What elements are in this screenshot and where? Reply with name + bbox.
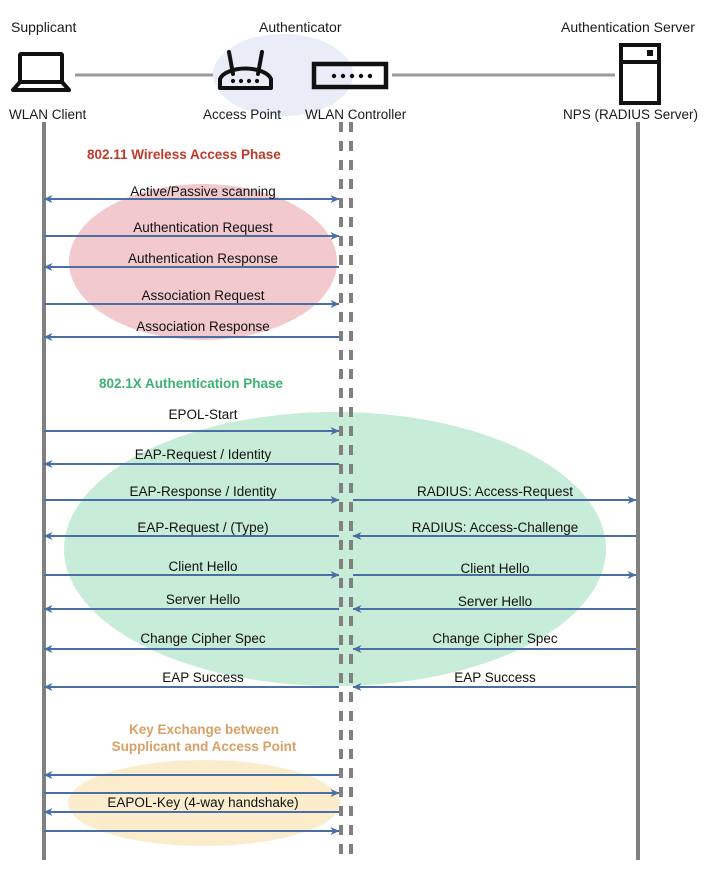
actor-role-authentication-server: Authentication Server <box>561 19 695 35</box>
arrows-phase-key-exchange <box>43 771 340 835</box>
phase-ellipse-802-1x <box>64 412 606 686</box>
message-label-client-hello-left: Client Hello <box>168 559 238 574</box>
message-label-active-passive-scanning: Active/Passive scanning <box>130 184 276 199</box>
server-rack-icon <box>619 43 661 105</box>
message-label-association-request: Association Request <box>141 288 265 303</box>
message-label-authentication-request: Authentication Request <box>133 220 273 235</box>
arrows-phase-802-11 <box>43 195 340 341</box>
authenticator-highlight <box>213 34 353 116</box>
actor-role-supplicant: Supplicant <box>11 19 77 35</box>
message-label-eapol-key: EAPOL-Key (4-way handshake) <box>107 795 299 810</box>
message-label-radius-access-challenge: RADIUS: Access-Challenge <box>411 520 579 535</box>
actor-device-nps-radius-server: NPS (RADIUS Server) <box>563 107 699 122</box>
phase-label-802-1x: 802.1X Authentication Phase <box>99 376 284 391</box>
phase-label-key-exchange-line2: Supplicant and Access Point <box>111 738 297 754</box>
wlan-controller-icon <box>311 61 389 90</box>
message-label-eap-success-right: EAP Success <box>454 670 536 685</box>
message-label-server-hello-left: Server Hello <box>165 592 241 607</box>
arrows-phase-802-1x <box>43 427 637 691</box>
message-label-epol-start: EPOL-Start <box>168 407 238 422</box>
phase-ellipse-802-11 <box>69 184 337 340</box>
message-label-change-cipher-spec-right: Change Cipher Spec <box>432 631 558 646</box>
actor-device-access-point: Access Point <box>203 107 282 122</box>
message-label-eap-request-type: EAP-Request / (Type) <box>137 520 269 535</box>
actor-role-authenticator: Authenticator <box>259 19 342 35</box>
actor-device-wlan-controller: WLAN Controller <box>305 107 407 122</box>
phase-label-802-11: 802.11 Wireless Access Phase <box>87 147 281 162</box>
phase-ellipse-key-exchange <box>68 760 340 846</box>
access-point-icon <box>218 50 273 90</box>
laptop-icon <box>11 52 71 92</box>
message-label-eap-success-left: EAP Success <box>162 670 244 685</box>
message-label-change-cipher-spec-left: Change Cipher Spec <box>140 631 266 646</box>
message-label-server-hello-right: Server Hello <box>457 594 533 609</box>
phase-label-key-exchange-line1: Key Exchange between <box>128 722 280 737</box>
message-label-eap-request-identity: EAP-Request / Identity <box>134 447 272 462</box>
message-label-client-hello-right: Client Hello <box>460 561 530 576</box>
message-label-authentication-response: Authentication Response <box>127 251 279 266</box>
message-label-association-response: Association Response <box>136 319 270 334</box>
message-label-radius-access-request: RADIUS: Access-Request <box>416 484 574 499</box>
actor-device-wlan-client: WLAN Client <box>9 107 87 122</box>
message-label-eap-response-identity: EAP-Response / Identity <box>129 484 277 499</box>
